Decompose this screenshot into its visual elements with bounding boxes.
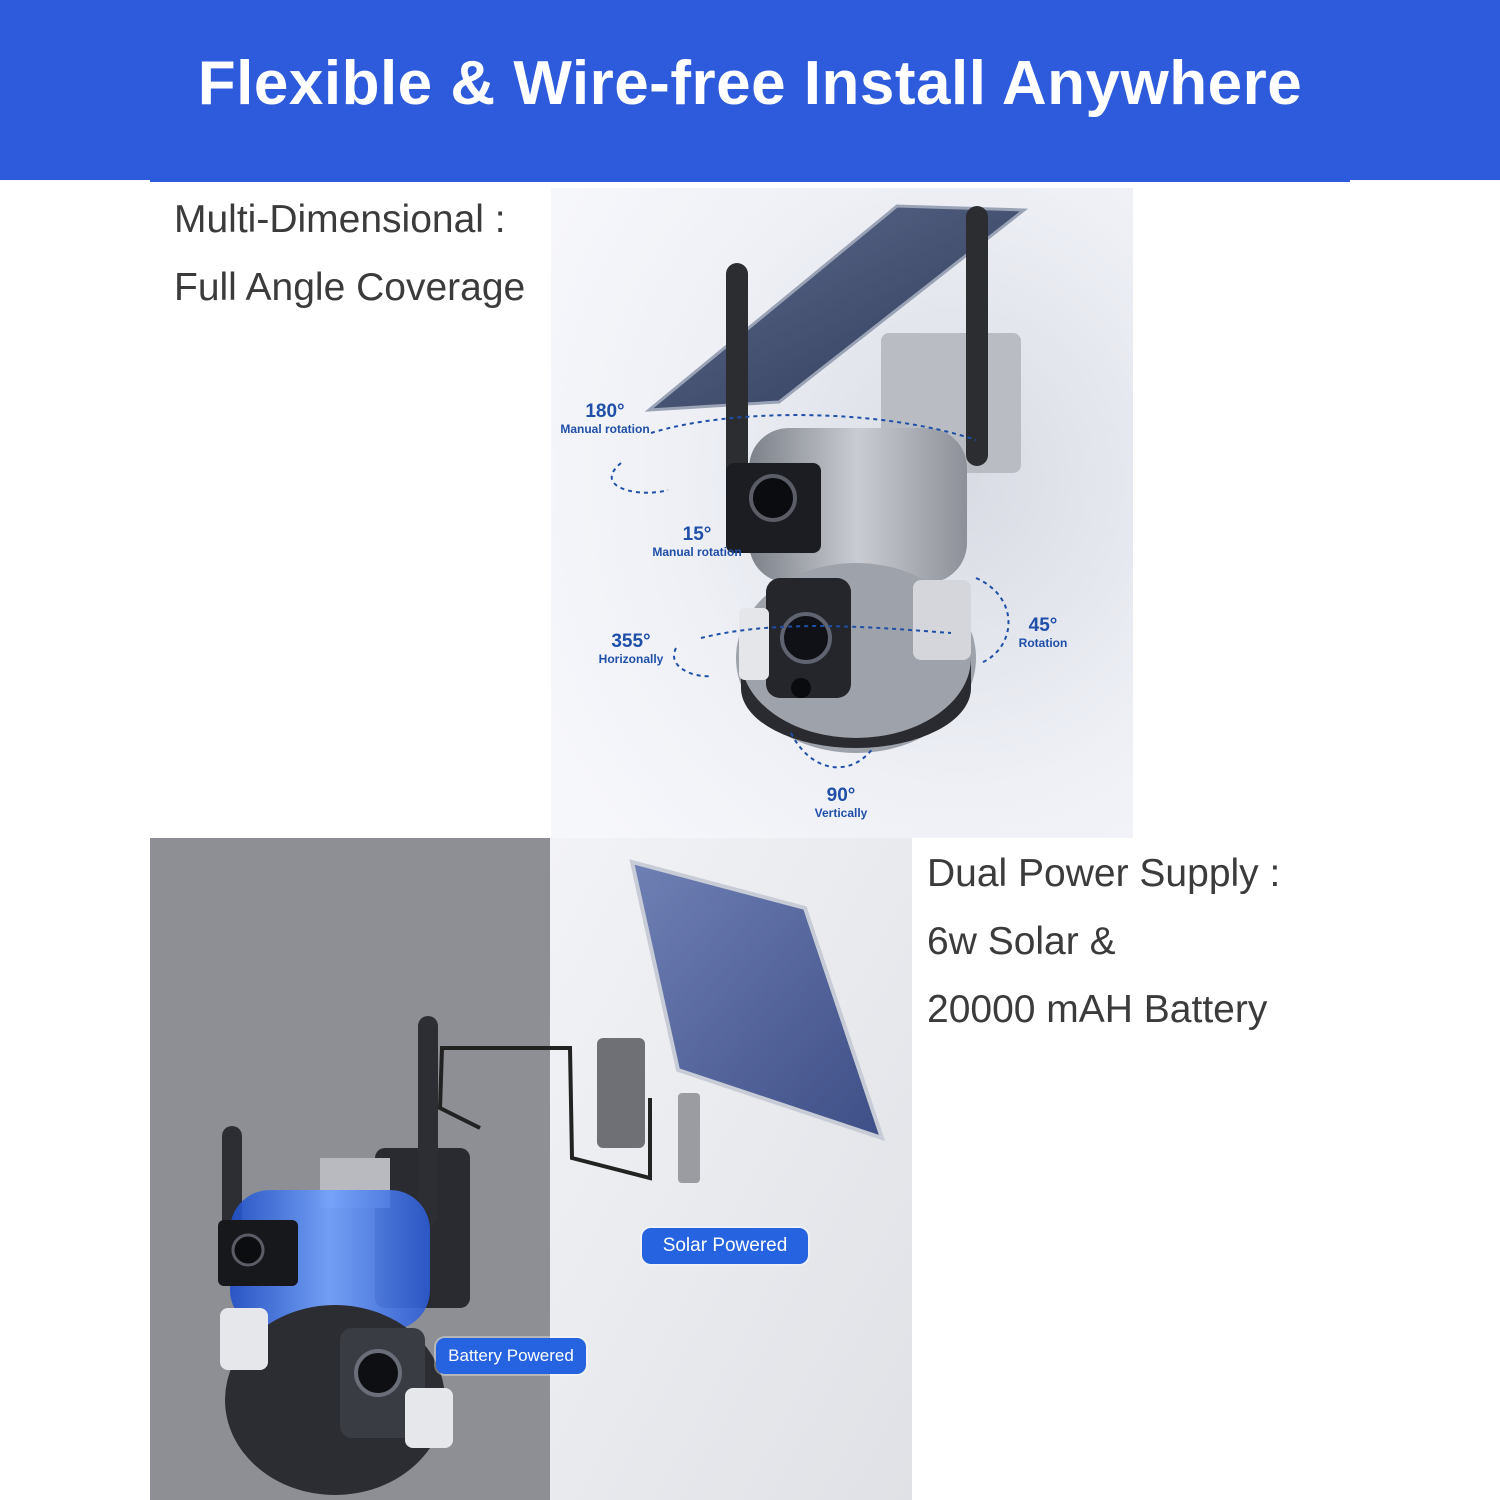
coverage-heading-line2: Full Angle Coverage — [174, 266, 526, 309]
power-heading-line2: 6w Solar & — [927, 920, 1116, 963]
power-heading: Dual Power Supply : 6w Solar & 20000 mAH… — [927, 840, 1280, 1044]
callout-90-label: Vertically — [814, 806, 868, 820]
callout-90-degrees: 90° — [826, 785, 856, 806]
callout-15: 15° Manual rotation — [647, 524, 747, 560]
camera-rotation-photo: 180° Manual rotation 15° Manual rotation… — [551, 188, 1133, 838]
coverage-heading-line1: Multi-Dimensional : — [174, 198, 506, 241]
coverage-heading: Multi-Dimensional : Full Angle Coverage — [174, 186, 525, 322]
callout-90: 90° Vertically — [801, 785, 881, 821]
callout-45: 45° Rotation — [1003, 615, 1083, 651]
callout-15-degrees: 15° — [682, 524, 712, 545]
title-banner: Flexible & Wire-free Install Anywhere — [0, 0, 1500, 180]
power-heading-line1: Dual Power Supply : — [927, 852, 1281, 895]
callout-180-label: Manual rotation — [560, 422, 650, 436]
callout-355: 355° Horizonally — [585, 631, 677, 667]
dual-power-photo: Solar Powered Battery Powered — [150, 838, 912, 1500]
battery-powered-badge: Battery Powered — [436, 1338, 586, 1374]
banner-divider — [150, 180, 1350, 182]
banner-title: Flexible & Wire-free Install Anywhere — [197, 49, 1303, 118]
callout-45-label: Rotation — [1018, 636, 1068, 650]
callout-180-degrees: 180° — [585, 401, 625, 422]
callout-15-label: Manual rotation — [652, 545, 742, 559]
solar-powered-badge: Solar Powered — [642, 1228, 808, 1264]
callout-355-degrees: 355° — [611, 631, 651, 652]
power-heading-line3: 20000 mAH Battery — [927, 988, 1268, 1031]
callout-180: 180° Manual rotation — [555, 401, 655, 437]
callout-355-label: Horizonally — [598, 652, 664, 666]
callout-45-degrees: 45° — [1028, 615, 1058, 636]
